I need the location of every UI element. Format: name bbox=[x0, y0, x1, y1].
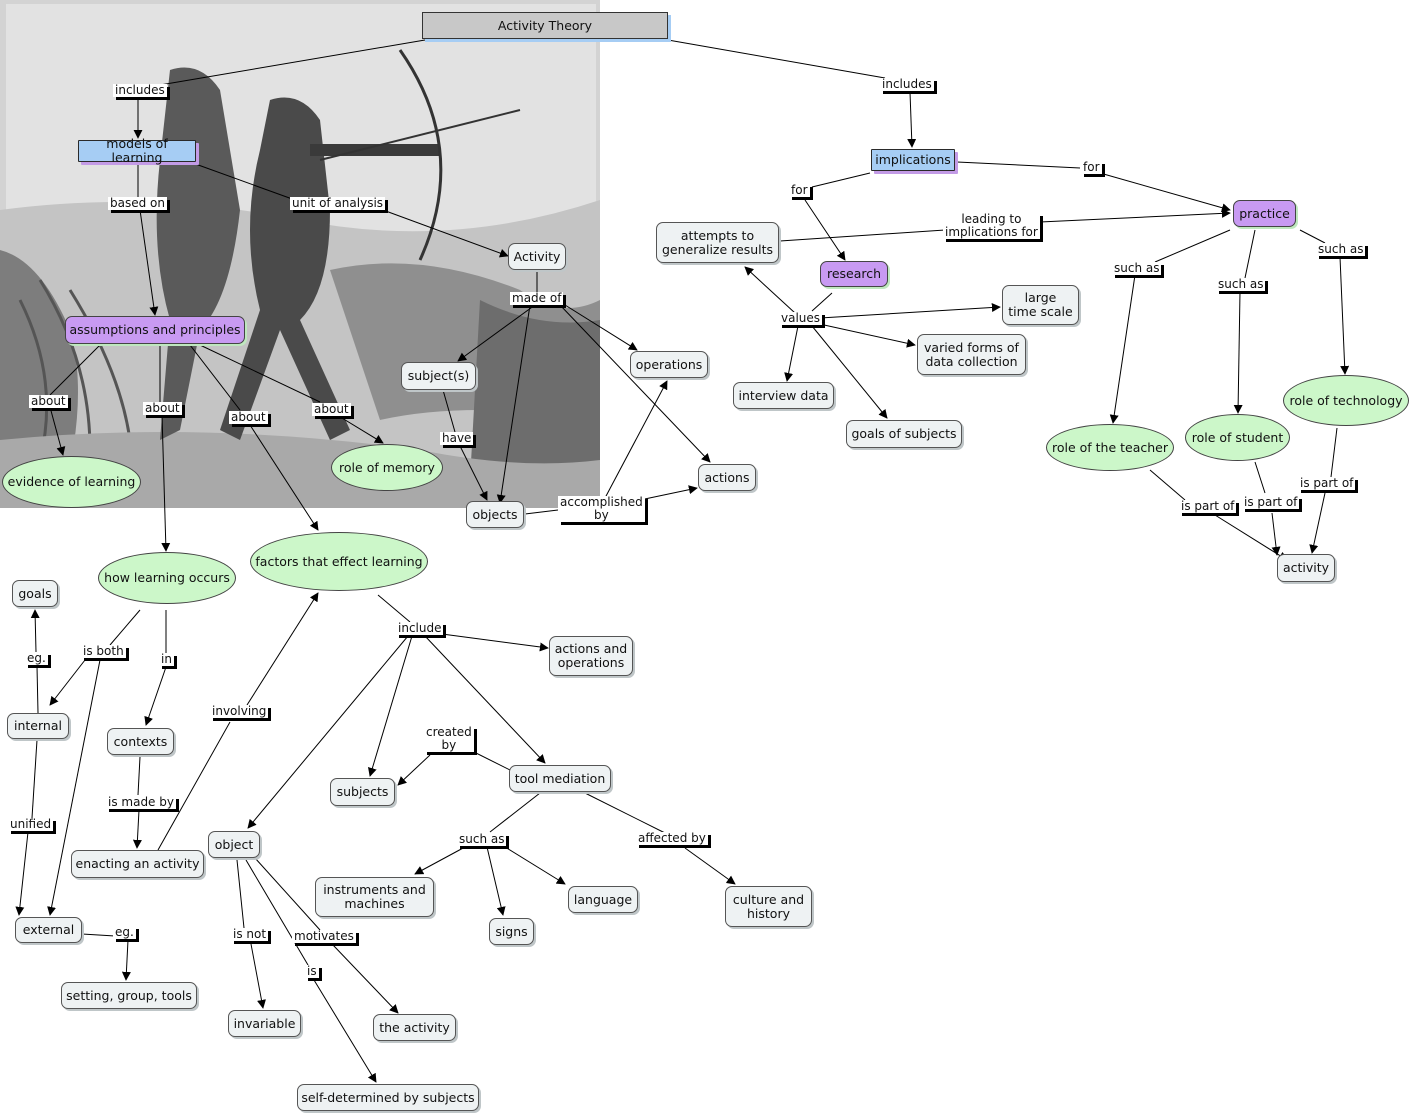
link-label-is-both: is both bbox=[81, 645, 126, 658]
link-label-eg-goals: eg. bbox=[25, 652, 48, 665]
link-label-is-part-of-student: is part of bbox=[1242, 496, 1299, 509]
concept-subjects-top[interactable]: subject(s) bbox=[401, 362, 476, 390]
link-label-is-part-of-technology: is part of bbox=[1298, 477, 1355, 490]
link-label-such-as-student: such as bbox=[1216, 278, 1265, 291]
concept-actions[interactable]: actions bbox=[698, 464, 756, 491]
link-label-for-practice: for bbox=[1081, 161, 1102, 174]
concept-research[interactable]: research bbox=[820, 261, 888, 287]
link-label-about-how: about bbox=[143, 402, 182, 415]
concept-role-of-memory[interactable]: role of memory bbox=[331, 444, 443, 491]
link-label-involving: involving bbox=[210, 705, 268, 718]
concept-role-of-technology[interactable]: role of technology bbox=[1283, 375, 1409, 426]
concept-goals-of-subjects[interactable]: goals of subjects bbox=[846, 420, 962, 448]
link-label-is-made-by: is made by bbox=[106, 796, 176, 809]
concept-activity-bottom[interactable]: activity bbox=[1277, 554, 1335, 582]
concept-interview-data[interactable]: interview data bbox=[733, 382, 834, 409]
link-label-for-research: for bbox=[789, 184, 810, 197]
link-label-includes-right: includes bbox=[880, 78, 934, 91]
link-label-is: is bbox=[305, 965, 319, 978]
link-label-leading-to-implications-for: leading to implications for bbox=[943, 213, 1040, 239]
concept-models-of-learning[interactable]: models of learning bbox=[78, 140, 196, 162]
concept-practice[interactable]: practice bbox=[1233, 200, 1296, 227]
concept-factors-that-effect-learning[interactable]: factors that effect learning bbox=[250, 532, 428, 591]
concept-attempts-to-generalize-results[interactable]: attempts to generalize results bbox=[656, 222, 779, 263]
concept-contexts[interactable]: contexts bbox=[107, 728, 174, 755]
concept-implications[interactable]: implications bbox=[871, 149, 955, 171]
concept-varied-forms-of-data-collection[interactable]: varied forms of data collection bbox=[917, 334, 1026, 375]
concept-role-of-student[interactable]: role of student bbox=[1185, 414, 1290, 461]
link-label-based-on: based on bbox=[108, 197, 167, 210]
link-label-created-by: created by bbox=[424, 726, 474, 752]
link-label-about-factors: about bbox=[229, 411, 268, 424]
concept-self-determined-by-subjects[interactable]: self-determined by subjects bbox=[297, 1084, 479, 1111]
concept-object[interactable]: object bbox=[208, 831, 260, 858]
concept-activity-theory[interactable]: Activity Theory bbox=[422, 12, 668, 39]
concept-how-learning-occurs[interactable]: how learning occurs bbox=[98, 552, 236, 604]
concept-activity-top[interactable]: Activity bbox=[508, 243, 566, 270]
link-label-is-part-of-teacher: is part of bbox=[1179, 500, 1236, 513]
link-label-in: in bbox=[159, 653, 174, 666]
concept-operations[interactable]: operations bbox=[630, 351, 708, 378]
concept-culture-and-history[interactable]: culture and history bbox=[725, 886, 812, 927]
concept-large-time-scale[interactable]: large time scale bbox=[1002, 285, 1079, 325]
concept-subjects[interactable]: subjects bbox=[330, 778, 395, 806]
link-label-such-as-technology: such as bbox=[1316, 243, 1365, 256]
link-label-such-as-tool: such as bbox=[457, 833, 506, 846]
concept-signs[interactable]: signs bbox=[489, 918, 534, 945]
link-label-affected-by: affected by bbox=[636, 832, 708, 845]
concept-instruments-and-machines[interactable]: instruments and machines bbox=[315, 877, 434, 917]
link-label-unit-of-analysis: unit of analysis bbox=[290, 197, 385, 210]
concept-invariable[interactable]: invariable bbox=[228, 1010, 301, 1037]
link-label-have: have bbox=[440, 432, 473, 445]
link-label-includes-left: includes bbox=[113, 84, 167, 97]
link-label-accomplished-by: accomplished by bbox=[558, 496, 645, 522]
link-label-motivates: motivates bbox=[292, 930, 356, 943]
concept-objects-top[interactable]: objects bbox=[466, 501, 524, 528]
link-label-made-of: made of bbox=[510, 292, 563, 305]
concept-the-activity[interactable]: the activity bbox=[373, 1014, 456, 1041]
concept-tool-mediation[interactable]: tool mediation bbox=[509, 765, 611, 792]
link-label-such-as-teacher: such as bbox=[1112, 262, 1161, 275]
link-label-unified: unified bbox=[8, 818, 53, 831]
link-label-eg-setting: eg. bbox=[113, 926, 136, 939]
link-label-include: include bbox=[396, 622, 443, 635]
link-label-values: values bbox=[779, 312, 822, 325]
concept-evidence-of-learning[interactable]: evidence of learning bbox=[2, 456, 141, 508]
concept-role-of-the-teacher[interactable]: role of the teacher bbox=[1046, 424, 1174, 471]
concept-setting-group-tools[interactable]: setting, group, tools bbox=[61, 982, 197, 1009]
link-label-about-evidence: about bbox=[29, 395, 68, 408]
concept-enacting-an-activity[interactable]: enacting an activity bbox=[71, 850, 204, 878]
concept-assumptions-and-principles[interactable]: assumptions and principles bbox=[65, 316, 245, 344]
concept-external[interactable]: external bbox=[15, 917, 82, 943]
concept-internal[interactable]: internal bbox=[7, 713, 69, 739]
concept-language[interactable]: language bbox=[568, 886, 638, 913]
link-label-about-memory: about bbox=[312, 403, 351, 416]
concept-actions-and-operations[interactable]: actions and operations bbox=[549, 636, 633, 676]
link-label-is-not: is not bbox=[231, 928, 268, 941]
concept-goals[interactable]: goals bbox=[12, 580, 58, 607]
